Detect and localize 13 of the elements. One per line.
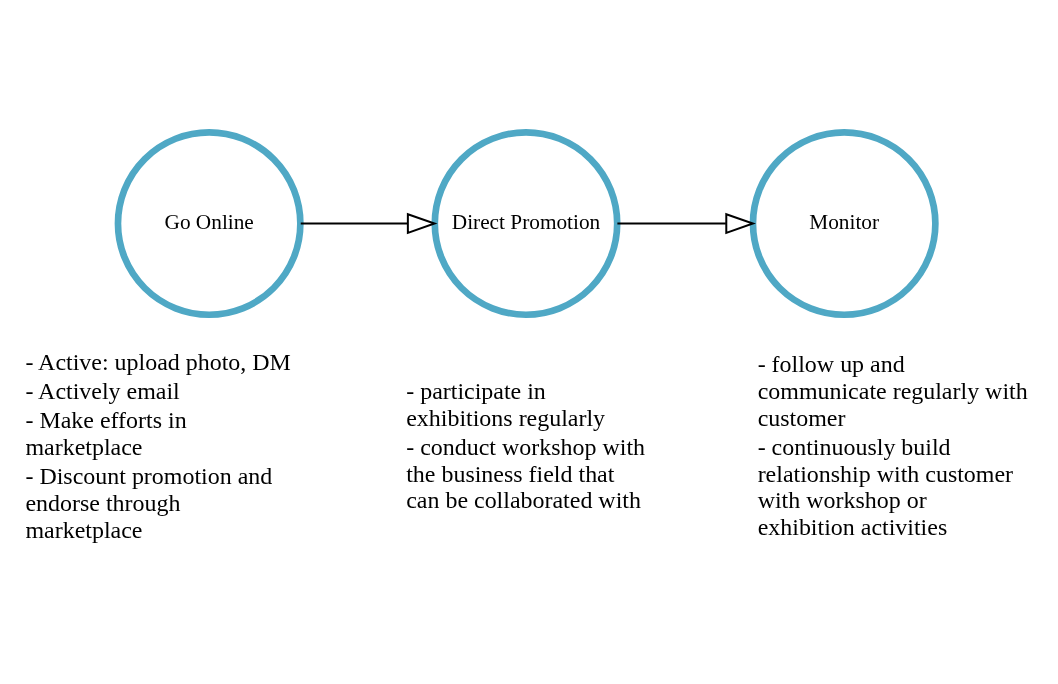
node-circle: Go Online (114, 129, 304, 319)
node-label: - Actively email (25, 378, 180, 405)
arrow (616, 212, 756, 235)
node-label: - conduct workshop with the business field that can be collaborated with (406, 434, 646, 514)
node-label: - follow up and communicate regularly with customer (757, 351, 1028, 431)
arrow (299, 212, 438, 235)
node-label: - continuously build relationship with customer with workshop or exhibition activities (757, 434, 1014, 540)
node-label: - Discount promotion and endorse through marketplace (25, 463, 273, 543)
node-circle: Monitor (749, 129, 939, 319)
node-circle: Direct Promotion (431, 129, 621, 319)
node-label: - participate in exhibitions regularly (406, 378, 606, 431)
node-label: - Active: upload photo, DM (25, 348, 291, 375)
node-label: - Make efforts in marketplace (25, 407, 187, 461)
